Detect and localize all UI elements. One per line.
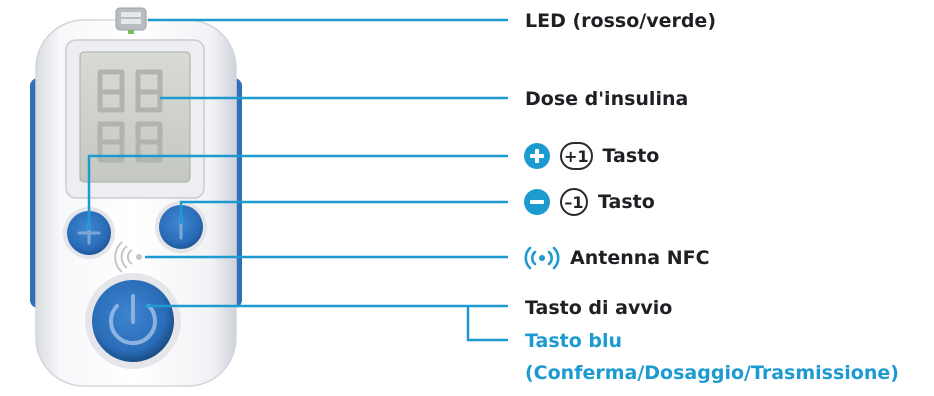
power-label: Tasto di avvio — [525, 297, 673, 319]
leader-plus — [87, 154, 508, 230]
blue-key-label: Tasto blu — [525, 330, 623, 352]
leader-lines — [87, 18, 508, 342]
plus-key-callout: +1 Tasto — [524, 142, 659, 170]
plus-one-badge: +1 — [560, 142, 593, 170]
power-button[interactable] — [85, 273, 181, 369]
minus-key-label: Tasto — [598, 191, 655, 213]
leader-blue — [466, 306, 508, 342]
minus-one-badge: –1 — [560, 188, 588, 216]
lcd-digits — [97, 69, 163, 163]
blue-key-sublabel: (Conferma/Dosaggio/Trasmissione) — [525, 362, 899, 384]
led-label: LED (rosso/verde) — [525, 10, 717, 32]
dose-label: Dose d'insulina — [525, 88, 689, 110]
nfc-mark — [114, 241, 142, 273]
minus-key-callout: –1 Tasto — [524, 188, 655, 216]
led-icon — [128, 30, 134, 34]
nfc-waves-icon — [524, 246, 560, 270]
nfc-callout: Antenna NFC — [524, 245, 710, 271]
minus-circle-icon — [524, 189, 550, 215]
nfc-label: Antenna NFC — [570, 247, 710, 269]
lcd-screen — [79, 51, 191, 183]
plus-circle-icon — [524, 143, 550, 169]
leader-minus — [179, 200, 508, 224]
plus-key-label: Tasto — [602, 145, 660, 167]
